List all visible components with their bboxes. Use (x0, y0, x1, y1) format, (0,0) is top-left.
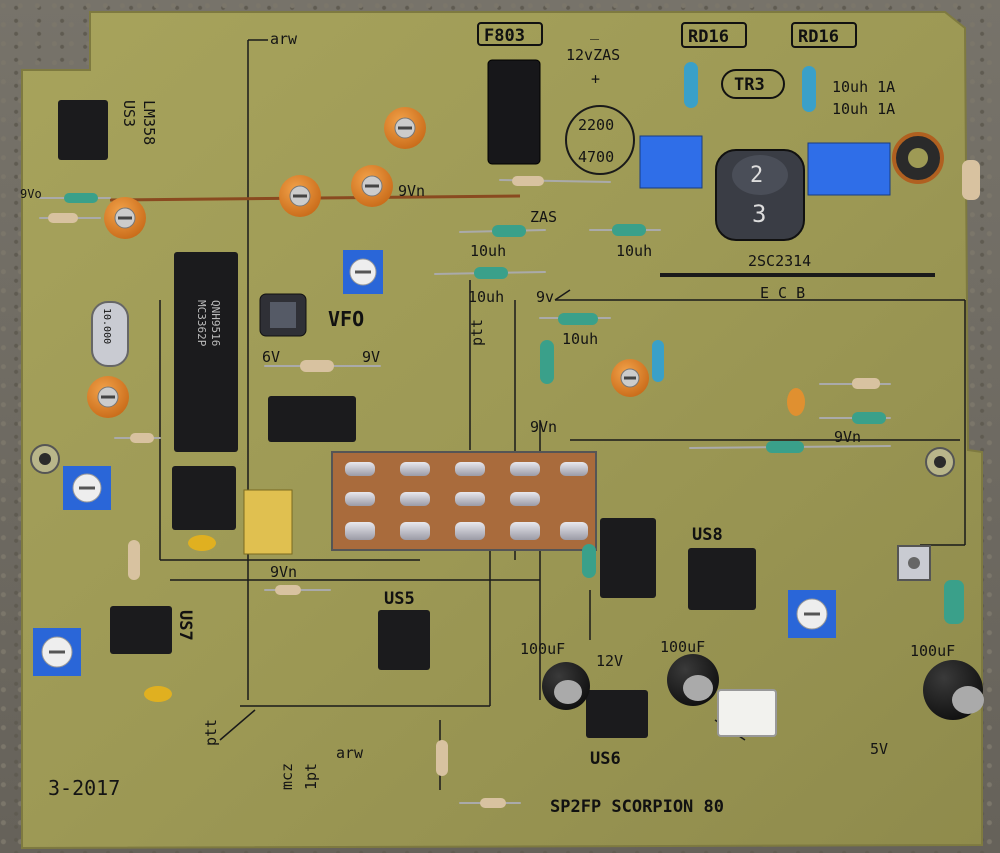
label-minus: _ (590, 22, 600, 40)
label-us3: US3 (120, 100, 138, 127)
label-coil-2: 2 (750, 163, 763, 188)
soldered-subboard (331, 451, 597, 551)
label-f803: F803 (484, 26, 525, 46)
label-10uh-d: 10uh (562, 330, 598, 348)
label-vfo: VFO (328, 307, 364, 331)
label-plus: + (591, 70, 600, 88)
label-zas: ZAS (530, 208, 557, 226)
integrated-circuits (58, 100, 756, 738)
yellow-trimmer (243, 489, 293, 555)
label-tr3: TR3 (734, 75, 765, 95)
label-crystal: 10.000 (101, 308, 112, 344)
label-100uf-c: 100uF (910, 642, 955, 660)
label-mc3362p: MC3362P (195, 300, 208, 347)
label-us5: US5 (384, 589, 415, 609)
f803-box (477, 22, 543, 46)
label-arw-bottom: arw (336, 744, 364, 762)
resistors (39, 62, 980, 808)
cap-outline-2200 (565, 105, 635, 175)
label-5v: 5V (870, 740, 888, 758)
label-10uh-1a-1: 10uh 1A (832, 78, 895, 96)
label-rd16-b: RD16 (798, 27, 839, 47)
white-connector (717, 689, 777, 737)
label-1pt: 1pt (302, 763, 320, 790)
label-100uf-a: 100uF (520, 640, 565, 658)
label-ptt-left: ptt (202, 719, 220, 746)
crystal (91, 301, 129, 367)
label-9vn-b: 9Vn (530, 418, 557, 436)
label-9v-b: 9V (362, 348, 380, 366)
label-ecb: E C B (760, 284, 805, 302)
label-12vzas: 12vZAS (566, 46, 620, 64)
label-10uh-c: 10uh (468, 288, 504, 306)
label-6v: 6V (262, 348, 280, 366)
mounting-holes (30, 444, 955, 477)
label-9vn-d: 9Vn (270, 563, 297, 581)
rd16-box-a (681, 22, 747, 48)
label-lm358: LM358 (140, 100, 158, 145)
relay-block (487, 59, 541, 165)
label-10uh-a: 10uh (470, 242, 506, 260)
label-rd16-a: RD16 (688, 27, 729, 47)
label-10uh-b: 10uh (616, 242, 652, 260)
label-coil-3: 3 (752, 200, 766, 228)
label-mcz: mcz (278, 763, 296, 790)
coils (259, 132, 944, 337)
trimmer-potentiometers (33, 135, 891, 676)
label-us8: US8 (692, 525, 723, 545)
ceramic-caps (144, 388, 805, 702)
label-100uf-b: 100uF (660, 638, 705, 656)
label-10uh-1a-2: 10uh 1A (832, 100, 895, 118)
label-us7: US7 (175, 610, 195, 641)
label-ptt-mid: ptt (468, 319, 486, 346)
label-9v-a: 9v (536, 288, 554, 306)
label-date: 3-2017 (48, 776, 120, 800)
label-9vo: 9Vo (20, 187, 42, 201)
label-qnh9516: QNH9516 (209, 300, 222, 346)
label-us6: US6 (590, 749, 621, 769)
label-2200: 2200 (578, 116, 614, 134)
trimmer-capacitors (87, 107, 649, 418)
label-12v: 12V (596, 652, 623, 670)
label-9vn-c: 9Vn (834, 428, 861, 446)
rd16-box-b (791, 22, 857, 48)
label-2sc2314: 2SC2314 (748, 252, 811, 270)
label-4700: 4700 (578, 148, 614, 166)
electrolytic-capacitors (542, 654, 984, 720)
tr3-box (721, 69, 785, 99)
label-arw-top: arw (270, 30, 298, 48)
label-9vn-a: 9Vn (398, 182, 425, 200)
board-title: SP2FP SCORPION 80 (550, 797, 724, 817)
